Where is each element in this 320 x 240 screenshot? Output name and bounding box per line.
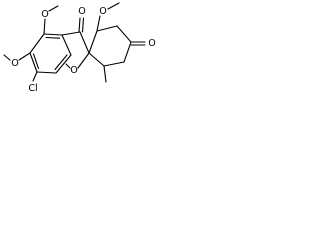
methoxy-group-cyclohexanone: O bbox=[96, 2, 120, 32]
chlorine-atom: Cl bbox=[28, 83, 37, 94]
methoxy-group-top: O bbox=[41, 5, 59, 35]
chemical-structure: O O Cl O O O bbox=[3, 2, 156, 94]
bond bbox=[107, 2, 120, 10]
oxygen-atom: O bbox=[99, 6, 107, 17]
bond bbox=[78, 17, 81, 33]
chloro-substituent: Cl bbox=[28, 71, 38, 94]
oxygen-atom: O bbox=[148, 38, 156, 49]
aromatic-double-bond bbox=[54, 54, 68, 71]
ketone-cyclohexanone: O bbox=[130, 38, 156, 49]
methyl-group bbox=[103, 65, 107, 83]
oxygen-atom: O bbox=[41, 9, 49, 20]
bond bbox=[65, 63, 71, 69]
benzene-ring bbox=[29, 33, 72, 74]
bond bbox=[61, 34, 72, 56]
oxygen-atom: O bbox=[78, 6, 86, 17]
aromatic-double-bond bbox=[45, 36, 61, 39]
aromatic-double-bond bbox=[32, 53, 40, 70]
bond bbox=[116, 25, 132, 43]
bond bbox=[96, 25, 118, 32]
bond bbox=[32, 71, 38, 82]
bond bbox=[88, 52, 105, 67]
oxygen-atom: O bbox=[11, 58, 19, 69]
bond bbox=[81, 17, 85, 33]
bond bbox=[61, 31, 81, 36]
bond bbox=[18, 52, 31, 61]
furanone-ring: O bbox=[61, 31, 90, 76]
bond bbox=[29, 52, 38, 73]
ketone-c3: O bbox=[78, 6, 86, 33]
bond bbox=[79, 31, 90, 54]
bond bbox=[123, 41, 132, 63]
bond bbox=[36, 71, 57, 74]
cyclohexanone-ring bbox=[88, 25, 132, 67]
bond bbox=[88, 30, 98, 54]
bond bbox=[55, 54, 72, 74]
methoxy-group-left: O bbox=[3, 52, 31, 69]
bond bbox=[103, 61, 125, 67]
bond bbox=[43, 33, 63, 36]
bond bbox=[48, 5, 59, 12]
bond bbox=[96, 15, 101, 32]
bond bbox=[43, 18, 46, 35]
oxygen-atom: O bbox=[70, 65, 78, 76]
bond bbox=[29, 33, 45, 54]
bond bbox=[3, 54, 11, 61]
bond bbox=[77, 52, 90, 69]
bond bbox=[103, 65, 107, 83]
